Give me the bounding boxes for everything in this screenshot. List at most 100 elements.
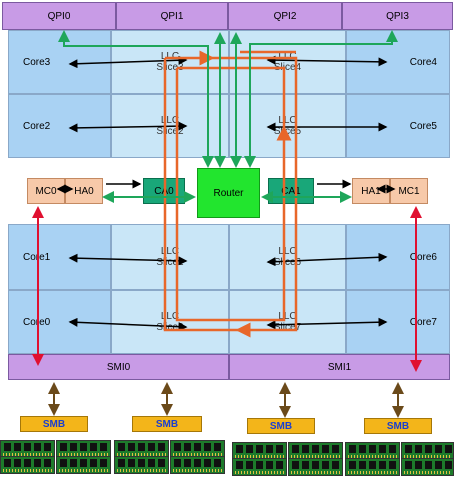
dimm-chip [322, 461, 329, 469]
smb-links [48, 382, 404, 418]
dimm-chip [60, 443, 67, 451]
llc-slice6-line1: LLC [278, 246, 297, 257]
qpi2-label: QPI2 [273, 10, 297, 22]
qpi1-label: QPI1 [160, 10, 184, 22]
dimm-chip [246, 445, 253, 453]
dimm-chip [148, 443, 155, 451]
core2-label: Core2 [23, 120, 51, 132]
dimm-chip [100, 443, 107, 451]
memory-links [32, 206, 422, 372]
dimm-chip [34, 443, 41, 451]
dimm-chip [322, 445, 329, 453]
dimm-module-1 [0, 456, 55, 474]
dimm-chip [256, 461, 263, 469]
dimm-chip [44, 459, 51, 467]
dimm-chip [214, 459, 221, 467]
dimm-chip [349, 461, 356, 469]
dimm-chip [379, 445, 386, 453]
dimm-chip [80, 459, 87, 467]
mc1-block: MC1 [390, 178, 428, 204]
core1-link [68, 253, 188, 266]
ring-inner [175, 66, 286, 322]
dimm-chip [276, 461, 283, 469]
dimm-chip [266, 461, 273, 469]
dimm-chip [184, 443, 191, 451]
smi1-label: SMI1 [327, 361, 352, 373]
ha0-label: HA0 [74, 185, 94, 197]
qpi3-label: QPI3 [386, 10, 409, 22]
dimm-chip [425, 445, 432, 453]
smb-block-0: SMB [20, 416, 88, 432]
dimm-module-15 [401, 458, 454, 476]
dimm-chip [34, 459, 41, 467]
dimm-module-3 [56, 456, 111, 474]
dimm-chip [435, 445, 442, 453]
core7-link [266, 317, 388, 330]
dimm-chip [128, 459, 135, 467]
dimm-chip [332, 445, 339, 453]
mc0-label: MC0 [35, 185, 57, 197]
dimm-chip [138, 459, 145, 467]
dimm-chip [349, 445, 356, 453]
smb-label-1: SMB [155, 418, 179, 430]
smb-label-3: SMB [386, 420, 410, 432]
smi0-label: SMI0 [106, 361, 131, 373]
ha1-label: HA1 [361, 185, 381, 197]
qpi0-block: QPI0 [2, 2, 116, 30]
smb-block-1: SMB [132, 416, 202, 432]
dimm-module-9 [232, 458, 287, 476]
dimm-module-14 [401, 442, 454, 460]
dimm-chip [60, 459, 67, 467]
llc-slice1-line1: LLC [160, 246, 180, 257]
dimm-chip [369, 445, 376, 453]
dimm-chip [174, 459, 181, 467]
dimm-chip [118, 443, 125, 451]
dimm-chip [435, 461, 442, 469]
dimm-chip [236, 461, 243, 469]
dimm-chip [158, 443, 165, 451]
dimm-chip [389, 445, 396, 453]
dimm-chip [24, 443, 31, 451]
qpi2-block: QPI2 [228, 2, 342, 30]
core4-link [266, 55, 388, 67]
dimm-chip [24, 459, 31, 467]
dimm-chip [276, 445, 283, 453]
dimm-chip [204, 443, 211, 451]
dimm-chip [256, 445, 263, 453]
dimm-chip [194, 443, 201, 451]
smb-block-3: SMB [364, 418, 432, 434]
dimm-chip [90, 459, 97, 467]
dimm-chip [70, 459, 77, 467]
dimm-chip [312, 445, 319, 453]
dimm-chip [405, 461, 412, 469]
dimm-chip [14, 443, 21, 451]
core6-label: Core6 [409, 251, 437, 263]
qpi0-to-router [58, 30, 214, 168]
dimm-chip [359, 461, 366, 469]
dimm-chip [174, 443, 181, 451]
smb-label-0: SMB [42, 418, 66, 430]
dimm-chip [445, 461, 452, 469]
dimm-chip [292, 461, 299, 469]
dimm-module-8 [232, 442, 287, 460]
dimm-chip [415, 445, 422, 453]
dimm-chip [204, 459, 211, 467]
dimm-chip [14, 459, 21, 467]
llc-slice0-line1: LLC [160, 311, 180, 322]
dimm-chip [4, 459, 11, 467]
dimm-chip [90, 443, 97, 451]
dimm-module-7 [170, 456, 225, 474]
core-slice-links [56, 55, 396, 332]
dimm-chip [405, 445, 412, 453]
qpi0-label: QPI0 [47, 10, 71, 22]
dimm-chip [266, 445, 273, 453]
dimm-module-5 [114, 456, 169, 474]
dimm-chip [70, 443, 77, 451]
smb-block-2: SMB [247, 418, 315, 434]
dimm-chip [138, 443, 145, 451]
dimm-chip [80, 443, 87, 451]
core5-label: Core5 [409, 120, 437, 132]
smb-label-2: SMB [269, 420, 293, 432]
router-block: Router [197, 168, 260, 218]
